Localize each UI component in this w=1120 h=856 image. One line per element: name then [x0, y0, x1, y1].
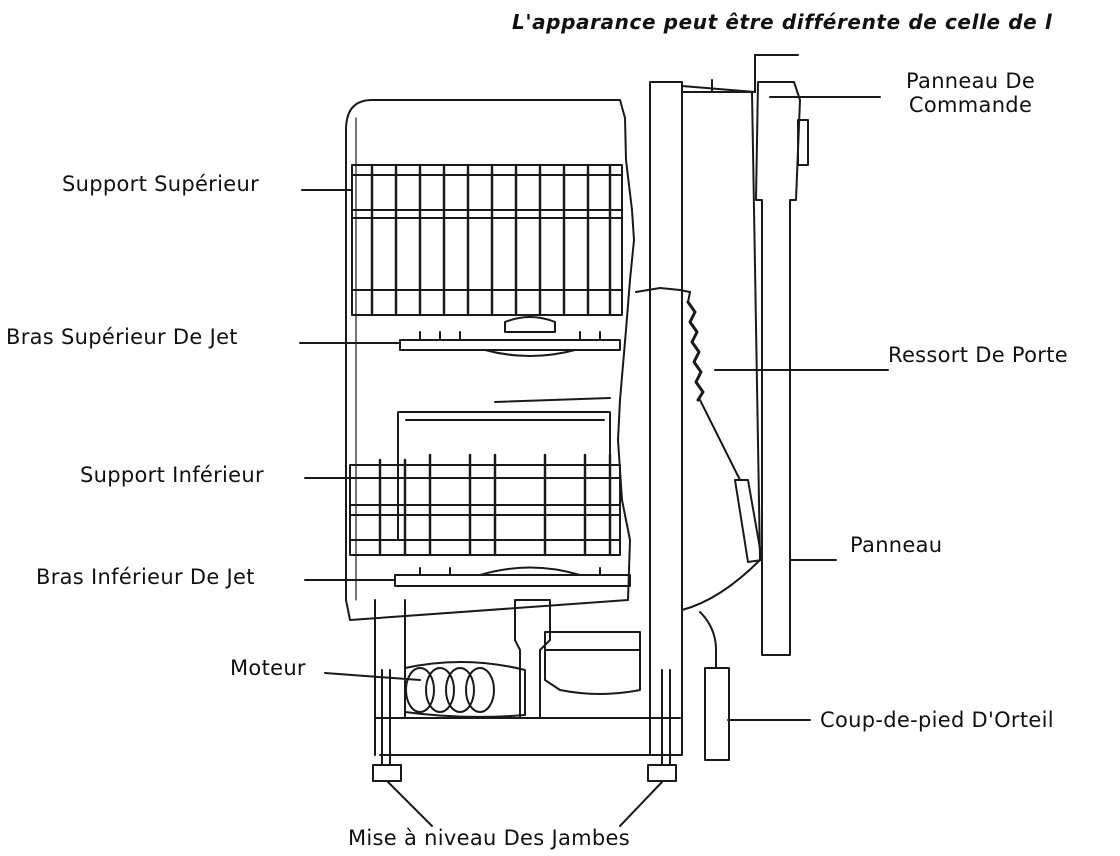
- appearance-note: L'apparance peut être différente de cell…: [512, 10, 1053, 34]
- toe-kick-plate: [699, 611, 730, 761]
- door-spring: [635, 287, 763, 563]
- upper-spray-arm: [399, 316, 621, 357]
- tub-outline: [345, 99, 635, 621]
- label-upper-spray-arm: Bras Supérieur De Jet: [6, 325, 238, 349]
- label-toe-kick: Coup-de-pied D'Orteil: [820, 708, 1054, 732]
- lower-rack: [349, 397, 621, 557]
- label-panel: Panneau: [850, 533, 943, 557]
- lower-spray-arm: [394, 566, 631, 587]
- label-motor: Moteur: [230, 656, 306, 680]
- label-door-spring: Ressort De Porte: [888, 343, 1068, 367]
- inner-door-liner: [681, 91, 761, 611]
- label-lower-rack: Support Inférieur: [80, 463, 264, 487]
- label-upper-rack: Support Supérieur: [62, 172, 260, 196]
- upper-rack: [351, 163, 623, 317]
- leader-lines: [299, 96, 889, 827]
- sump-pump: [514, 599, 641, 719]
- motor: [404, 661, 526, 718]
- label-control-panel-line2: Commande: [908, 93, 1033, 117]
- door-panel: [755, 81, 809, 656]
- label-control-panel: Panneau De Commande: [906, 69, 1035, 117]
- label-lower-spray-arm: Bras Inférieur De Jet: [36, 565, 255, 589]
- label-leveling-legs: Mise à niveau Des Jambes: [348, 826, 630, 850]
- door-frame-post: [649, 54, 799, 756]
- label-control-panel-line1: Panneau De: [906, 69, 1036, 93]
